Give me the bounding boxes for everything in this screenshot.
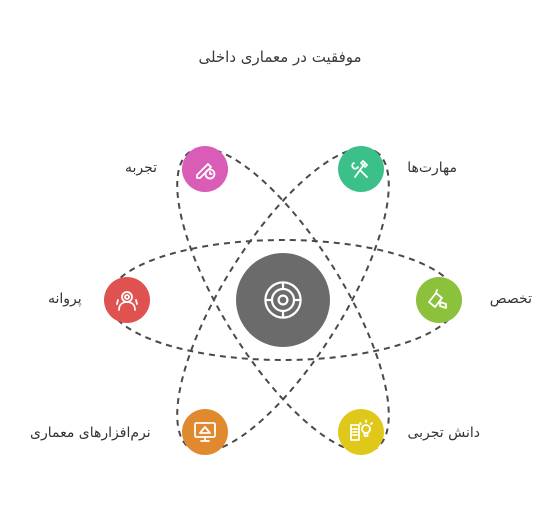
label-skills: مهارت‌ها [407,160,457,176]
monitor-icon [194,422,216,442]
tools-icon [351,160,368,178]
node-knowledge [338,409,384,455]
label-experience: تجربه [125,160,158,176]
node-specialty [416,277,462,323]
graduation-cap-icon [428,289,447,309]
pencil-clock-icon [196,163,216,180]
node-software [182,409,228,455]
book-bulb-icon [350,419,373,441]
certificate-icon [116,291,138,311]
center-hub [236,253,330,347]
node-skills [338,146,384,192]
label-license: پروانه [48,291,82,307]
target-icon [264,281,302,319]
node-license [104,277,150,323]
label-software: نرم‌افزارهای معماری [30,425,151,441]
label-specialty: تخصص [489,291,532,307]
diagram-title: موفقیت در معماری داخلی [198,48,362,66]
node-experience [182,146,228,192]
label-knowledge: دانش تجربی [407,425,480,441]
